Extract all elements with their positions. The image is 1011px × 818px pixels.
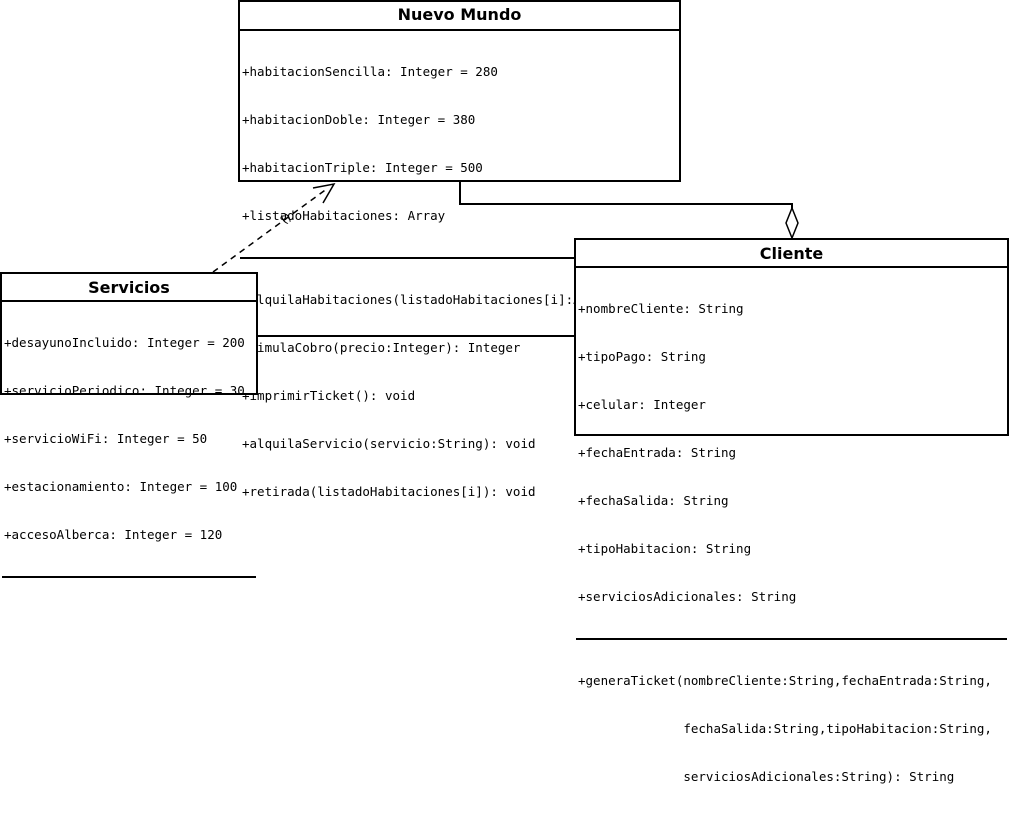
operation: fechaSalida:String,tipoHabitacion:String… <box>578 721 992 736</box>
diagram-canvas: () <box>212 182 799 337</box>
attributes-section: +habitacionSencilla: Integer = 280 +habi… <box>240 31 679 257</box>
operation: +simulaCobro(precio:Integer): Integer <box>242 340 521 355</box>
attribute: +fechaSalida: String <box>578 493 729 508</box>
attribute: +tipoHabitacion: String <box>578 541 752 556</box>
class-nuevo-mundo[interactable]: Nuevo Mundo +habitacionSencilla: Integer… <box>238 0 681 499</box>
attributes-section: +nombreCliente: String +tipoPago: String… <box>576 268 1007 638</box>
operations-section <box>2 576 256 584</box>
class-servicios[interactable]: Servicios +desayunoIncluido: Integer = 2… <box>0 272 258 578</box>
dependency-line <box>212 187 329 273</box>
attribute: +desayunoIncluido: Integer = 200 <box>4 335 245 350</box>
class-cliente[interactable]: Cliente +nombreCliente: String +tipoPago… <box>574 238 1009 784</box>
attribute: +fechaEntrada: String <box>578 445 737 460</box>
attribute: +accesoAlberca: Integer = 120 <box>4 527 223 542</box>
attribute: +servicioPeriodico: Integer = 30 <box>4 383 245 398</box>
operation: serviciosAdicionales:String): String <box>578 769 955 784</box>
operation: +imprimirTicket(): void <box>242 388 416 403</box>
class-name: Cliente <box>576 240 1007 268</box>
aggregation-diamond <box>785 205 799 241</box>
class-name: Servicios <box>2 274 256 302</box>
attribute: +habitacionTriple: Integer = 500 <box>242 160 483 175</box>
attribute: +nombreCliente: String <box>578 301 744 316</box>
operation: +generaTicket(nombreCliente:String,fecha… <box>578 673 992 688</box>
attribute: +estacionamiento: Integer = 100 <box>4 479 238 494</box>
attribute: +habitacionDoble: Integer = 380 <box>242 112 476 127</box>
attribute: +servicioWiFi: Integer = 50 <box>4 431 208 446</box>
attribute: +celular: Integer <box>578 397 706 412</box>
operations-section: +generaTicket(nombreCliente:String,fecha… <box>576 638 1007 818</box>
attribute: +serviciosAdicionales: String <box>578 589 797 604</box>
attribute: +habitacionSencilla: Integer = 280 <box>242 64 498 79</box>
class-name: Nuevo Mundo <box>240 2 679 31</box>
attribute: +listadoHabitaciones: Array <box>242 208 446 223</box>
attribute: +tipoPago: String <box>578 349 706 364</box>
attributes-section: +desayunoIncluido: Integer = 200 +servic… <box>2 302 256 576</box>
dependency-arrowhead <box>312 182 336 204</box>
